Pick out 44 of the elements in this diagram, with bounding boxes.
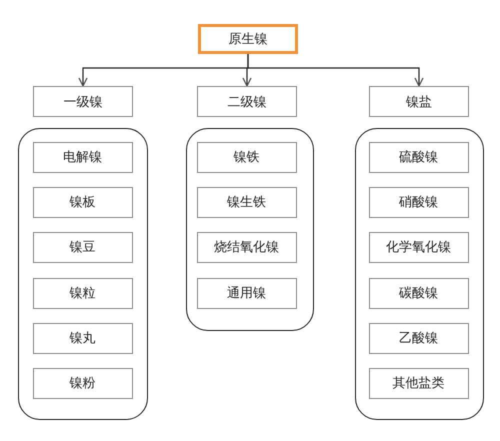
category-box [368, 322, 468, 354]
node-label: 硫酸镍 [399, 149, 438, 166]
node-label: 镍丸 [70, 330, 96, 347]
category-box [32, 142, 132, 172]
node-label: 镍板 [70, 194, 96, 211]
category-box [368, 232, 468, 262]
category-box [32, 322, 132, 354]
node-label: 化学氧化镍 [386, 239, 451, 256]
category-box [32, 368, 132, 398]
node-label: 镍生铁 [227, 194, 266, 211]
node-label: 镍铁 [234, 149, 260, 166]
category-box [33, 86, 133, 117]
node-label: 硝酸镍 [399, 194, 438, 211]
root-box [198, 24, 298, 54]
category-box [368, 186, 468, 218]
category-box [369, 86, 469, 117]
category-box [32, 278, 132, 308]
group-container [186, 128, 314, 331]
category-box [196, 186, 296, 218]
category-box [196, 232, 296, 262]
node-label: 烧结氧化镍 [214, 239, 279, 256]
node-label: 镍粉 [70, 375, 96, 392]
node-label: 其他盐类 [392, 375, 444, 392]
category-box [196, 278, 296, 308]
node-label: 电解镍 [63, 149, 102, 166]
category-box [368, 278, 468, 308]
group-container [18, 128, 148, 420]
category-box [368, 368, 468, 398]
node-label: 镍粒 [70, 285, 96, 302]
node-label: 通用镍 [227, 285, 266, 302]
node-label: 一级镍 [64, 94, 102, 110]
node-label: 原生镍 [228, 31, 268, 48]
arrow [247, 54, 424, 87]
category-box [32, 232, 132, 262]
category-box [368, 142, 468, 172]
node-label: 碳酸镍 [399, 285, 438, 302]
group-container [355, 128, 484, 420]
node-label: 乙酸镍 [399, 330, 438, 347]
category-box [197, 86, 297, 117]
category-box [196, 142, 296, 172]
node-label: 二级镍 [228, 94, 266, 110]
node-label: 镍豆 [70, 239, 96, 256]
category-box [32, 186, 132, 218]
node-label: 镍盐 [406, 94, 432, 110]
